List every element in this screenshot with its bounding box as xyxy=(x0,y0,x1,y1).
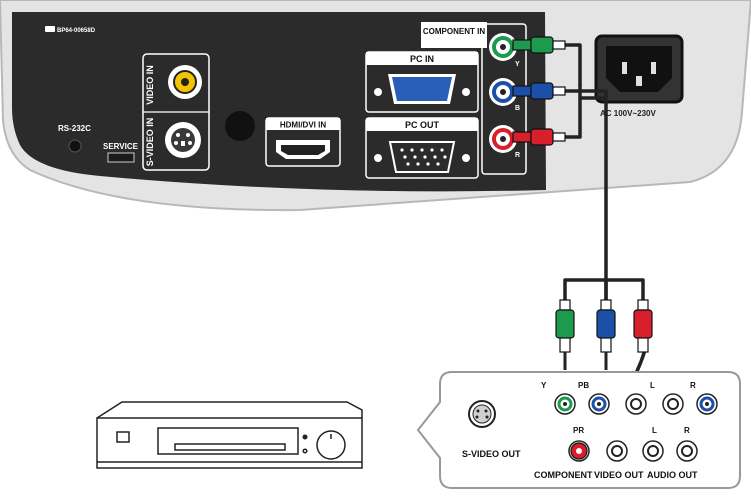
power-inlet-socket xyxy=(606,46,672,92)
cable-wire-y xyxy=(563,43,582,87)
vcr-device-icon xyxy=(96,401,363,469)
pc-in-screw-left xyxy=(374,88,382,96)
component-in-pr-letter: R xyxy=(515,152,520,159)
svideo-in-jack-inner xyxy=(171,128,195,152)
jack-video-out[interactable] xyxy=(606,440,628,462)
top-label-y: Y xyxy=(541,381,547,390)
component-in-pr-pin xyxy=(500,136,506,142)
service-label: SERVICE xyxy=(103,142,139,151)
pc-in-port-face xyxy=(392,77,452,101)
cable-branch xyxy=(563,278,645,307)
bottom-label-l: L xyxy=(652,426,657,435)
power-pin-right xyxy=(651,62,656,74)
plug-red-top xyxy=(512,128,566,146)
component-in-pb-ring xyxy=(492,81,514,103)
brand-logo xyxy=(45,26,55,32)
component-in-pr-ring xyxy=(492,128,514,150)
source-plugs xyxy=(555,299,653,370)
model-code: BP64-00658D xyxy=(57,28,96,34)
component-in-label-bg xyxy=(421,22,487,48)
projector: BP64-00658D VIDEO IN S-VIDEO IN RS-232C … xyxy=(0,0,751,212)
source-back-panel: S-VIDEO OUT Y PB L R PR xyxy=(416,371,741,489)
plug-red-inserted xyxy=(570,442,588,460)
cable-trunk xyxy=(578,83,608,100)
vcr-power-button xyxy=(116,431,130,443)
vcr-indicator xyxy=(302,434,308,440)
svideo-in-pins xyxy=(174,133,192,146)
vcr-top xyxy=(96,401,363,419)
service-port[interactable] xyxy=(107,152,135,163)
bottom-label-pr: PR xyxy=(573,426,584,435)
component-in-y-pin xyxy=(500,44,506,50)
pc-in-label-bg xyxy=(366,52,478,65)
hdmi-label-bg xyxy=(266,118,340,130)
power-pin-left xyxy=(622,62,627,74)
plug-blue-bottom xyxy=(596,299,616,370)
vcr-tape-slot-inner xyxy=(174,443,286,451)
pc-out-port[interactable] xyxy=(388,141,456,173)
plug-blue-top xyxy=(512,82,566,100)
jack-audio-r-out[interactable] xyxy=(676,440,698,462)
jack-audio-l-out[interactable] xyxy=(642,440,664,462)
hdmi-label: HDMI/DVI IN xyxy=(280,121,326,130)
bottom-label-r: R xyxy=(684,426,690,435)
video-in-label: VIDEO IN xyxy=(145,65,155,105)
svideo-out-inner xyxy=(472,404,492,424)
vcr-indicator-2 xyxy=(302,448,308,454)
svideo-out-pins xyxy=(475,409,489,419)
pc-out-label-bg xyxy=(366,118,478,131)
power-label: AC 100V~230V xyxy=(600,109,656,118)
top-label-r: R xyxy=(690,381,696,390)
component-in-frame xyxy=(481,23,527,175)
video-out-label: VIDEO OUT xyxy=(594,470,644,480)
plug-green-bottom xyxy=(555,299,575,370)
pc-out-screw-left xyxy=(374,154,382,162)
vcr-jog-dial xyxy=(316,430,346,460)
svideo-in-label: S-VIDEO IN xyxy=(145,118,155,167)
video-in-jack-pin xyxy=(181,78,189,86)
ir-sensor xyxy=(225,111,255,141)
cable-wire-r xyxy=(563,96,582,139)
jack-pb-out[interactable] xyxy=(588,393,610,415)
rs232c-port[interactable] xyxy=(68,139,82,153)
component-in-y-ring xyxy=(492,36,514,58)
rs232c-label: RS-232C xyxy=(58,124,91,133)
vcr-tape-slot xyxy=(157,427,299,455)
pc-out-label: PC OUT xyxy=(405,120,440,130)
component-in-pb-letter: B xyxy=(515,105,520,112)
top-label-l: L xyxy=(650,381,655,390)
jack-audio-r-top[interactable] xyxy=(696,393,718,415)
plug-green-top xyxy=(512,36,566,54)
pc-in-label: PC IN xyxy=(410,54,434,64)
component-out-label: COMPONENT xyxy=(534,470,593,480)
pc-in-screw-right xyxy=(462,88,470,96)
jack-audio-l-top[interactable] xyxy=(662,393,684,415)
jack-y-out[interactable] xyxy=(554,393,576,415)
component-in-y-letter: Y xyxy=(515,61,520,68)
pc-out-screw-right xyxy=(462,154,470,162)
projector-plugs xyxy=(512,36,566,146)
vcr-body xyxy=(96,417,363,469)
component-in-pb-pin xyxy=(500,89,506,95)
top-label-pb: PB xyxy=(578,381,589,390)
jack-video-top[interactable] xyxy=(625,393,647,415)
component-in-label: COMPONENT IN xyxy=(423,27,485,36)
audio-out-label: AUDIO OUT xyxy=(647,470,698,480)
svideo-out-label: S-VIDEO OUT xyxy=(462,449,521,459)
pc-out-pins xyxy=(400,148,447,166)
hdmi-port-inner xyxy=(281,145,325,155)
power-pin-ground xyxy=(636,76,642,86)
plug-red-bottom xyxy=(633,299,653,353)
